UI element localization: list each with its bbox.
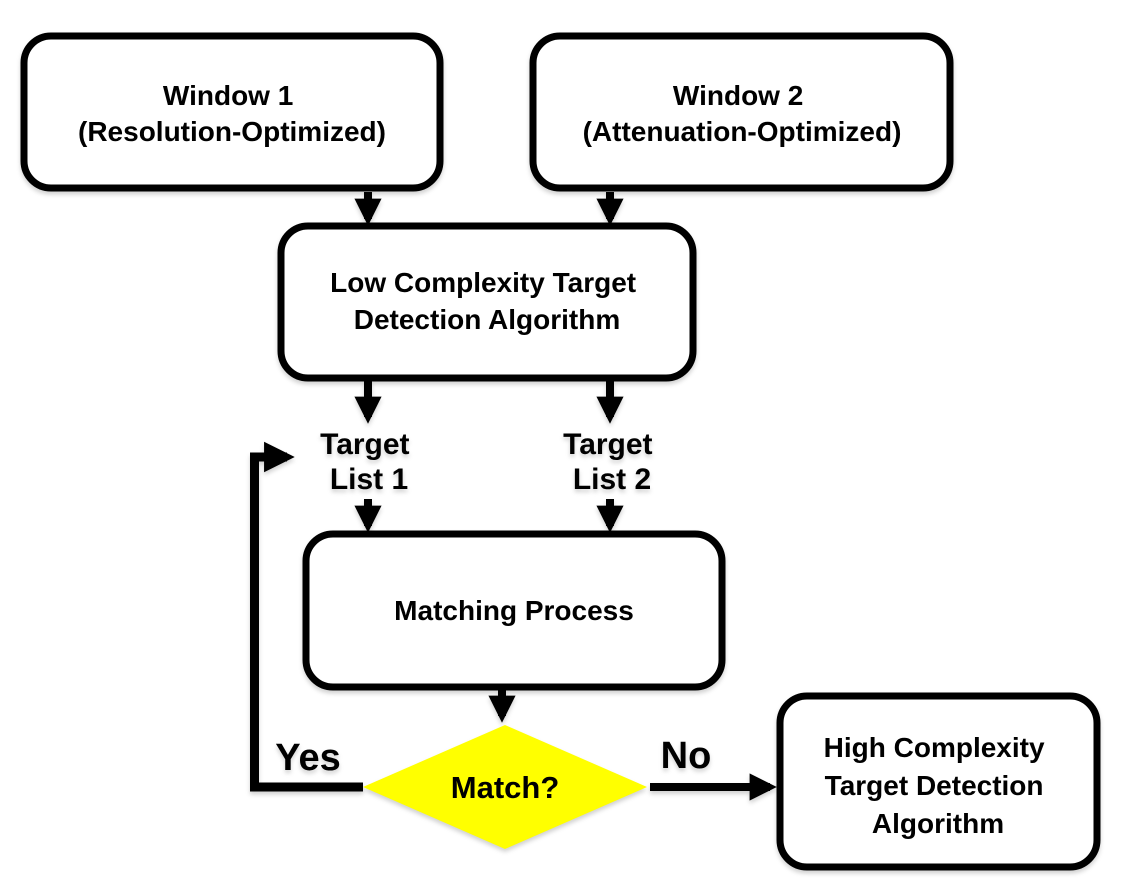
node-low-complexity-line-1: Low Complexity Target bbox=[330, 267, 636, 298]
node-window-2-label: Window 2 (Attenuation-Optimized) bbox=[583, 80, 902, 147]
node-window-2: Window 2 (Attenuation-Optimized) bbox=[529, 32, 954, 192]
node-low-complexity-line-2: Detection Algorithm bbox=[354, 304, 621, 335]
node-low-complexity-box bbox=[277, 222, 697, 382]
node-high-complexity-label: High Complexity Target Detection Algorit… bbox=[824, 732, 1053, 839]
node-window-2-box bbox=[529, 32, 954, 192]
node-window-2-line-1: Window 2 bbox=[673, 80, 803, 111]
node-high-complexity-line-1: High Complexity bbox=[824, 732, 1045, 763]
node-window-1-line-1: Window 1 bbox=[163, 80, 293, 111]
label-target-list-2: Target List 2 bbox=[563, 428, 661, 496]
node-low-complexity-label: Low Complexity Target Detection Algorith… bbox=[330, 267, 644, 335]
node-matching-process-label: Matching Process bbox=[394, 595, 634, 626]
node-high-complexity-line-2: Target Detection bbox=[825, 770, 1044, 801]
arrow-yes-loop-to-list1 bbox=[250, 441, 363, 792]
node-matching-process: Matching Process bbox=[302, 530, 726, 691]
decision-diamond-shape bbox=[363, 725, 647, 849]
label-target-list-1-line-2: List 1 bbox=[330, 463, 408, 496]
node-high-complexity: High Complexity Target Detection Algorit… bbox=[776, 692, 1101, 871]
node-decision-match: Match? bbox=[363, 725, 647, 849]
node-window-1: Window 1 (Resolution-Optimized) bbox=[20, 32, 444, 192]
node-low-complexity: Low Complexity Target Detection Algorith… bbox=[277, 222, 697, 382]
node-high-complexity-line-3: Algorithm bbox=[872, 808, 1004, 839]
branch-label-no: No bbox=[661, 735, 712, 777]
node-high-complexity-box bbox=[776, 692, 1101, 871]
node-window-1-box bbox=[20, 32, 444, 192]
decision-diamond-label: Match? bbox=[451, 770, 560, 805]
node-matching-process-box bbox=[302, 530, 726, 691]
node-window-2-line-2: (Attenuation-Optimized) bbox=[583, 116, 902, 147]
node-window-1-label: Window 1 (Resolution-Optimized) bbox=[78, 80, 386, 147]
label-target-list-1-line-1: Target bbox=[320, 428, 409, 461]
label-target-list-1: Target List 1 bbox=[320, 428, 418, 496]
label-target-list-2-line-1: Target bbox=[563, 428, 652, 461]
label-target-list-2-line-2: List 2 bbox=[573, 463, 651, 496]
branch-label-yes: Yes bbox=[275, 737, 341, 779]
node-window-1-line-2: (Resolution-Optimized) bbox=[78, 116, 386, 147]
